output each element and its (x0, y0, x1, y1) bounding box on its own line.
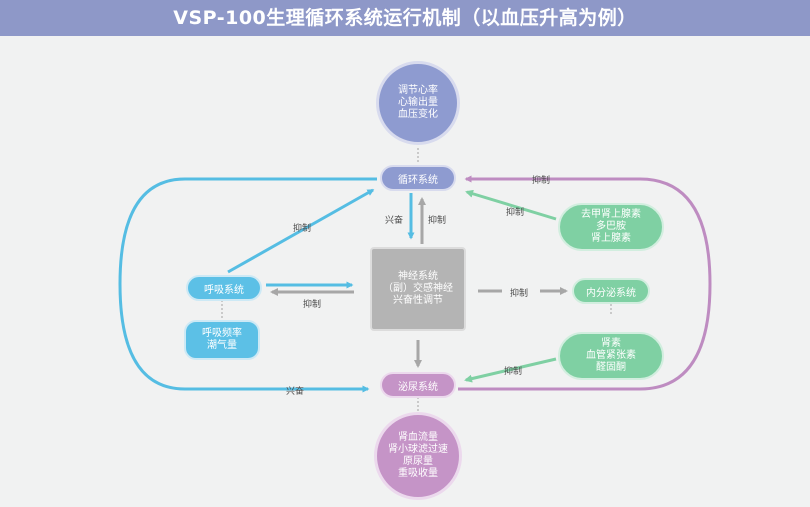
endocrine-system-label: 内分泌系统 (586, 287, 636, 299)
nervous-line-1: 神经系统 (398, 271, 438, 282)
param-reabsorption: 重吸收量 (398, 468, 438, 479)
param-primary-urine: 原尿量 (403, 456, 433, 467)
label-inhibit-nervous-circ: 抑制 (428, 216, 447, 226)
hormones-group-2-node: 肾素 血管紧张素 醛固酮 (558, 332, 664, 380)
loop-circulatory-to-urinary (118, 177, 377, 393)
param-renal-blood-flow: 肾血流量 (398, 432, 438, 443)
nervous-line-3: 兴奋性调节 (393, 295, 443, 306)
endocrine-system-node: 内分泌系统 (572, 278, 650, 304)
urinary-params-circle: 肾血流量 肾小球滤过速 原尿量 重吸收量 (374, 412, 462, 500)
label-inhibit-hormones2: 抑制 (504, 367, 523, 377)
label-excite-circ-nervous: 兴奋 (385, 216, 404, 226)
param-gfr: 肾小球滤过速 (388, 444, 448, 455)
hormone-epinephrine: 肾上腺素 (591, 233, 631, 244)
page-title: VSP-100生理循环系统运行机制（以血压升高为例） (0, 0, 810, 36)
hormone-norepinephrine: 去甲肾上腺素 (581, 209, 641, 220)
nervous-line-2: （副）交感神经 (383, 283, 453, 294)
label-inhibit-nervous-resp: 抑制 (303, 300, 322, 310)
hormone-dopamine: 多巴胺 (596, 221, 626, 232)
hormone-angiotensin: 血管紧张素 (586, 350, 636, 361)
nervous-system-node: 神经系统 （副）交感神经 兴奋性调节 (370, 247, 466, 331)
param-heart-rate: 调节心率 (398, 85, 438, 96)
urinary-system-label: 泌尿系统 (398, 381, 438, 393)
label-inhibit-loop-top: 抑制 (532, 176, 551, 186)
circulatory-system-label: 循环系统 (398, 174, 438, 186)
circulatory-system-node: 循环系统 (380, 165, 456, 191)
respiratory-system-node: 呼吸系统 (186, 275, 262, 301)
label-inhibit-resp-circ: 抑制 (293, 224, 312, 234)
arrow-hormones1-circulatory (465, 189, 557, 221)
arrow-respiratory-circulatory (227, 188, 375, 274)
respiratory-params-node: 呼吸频率 潮气量 (184, 320, 260, 360)
respiratory-system-label: 呼吸系统 (204, 284, 244, 296)
param-respiratory-rate: 呼吸频率 (202, 328, 242, 339)
circulatory-params-circle: 调节心率 心输出量 血压变化 (376, 61, 460, 145)
arrow-hormones2-urinary (464, 357, 557, 383)
param-blood-pressure: 血压变化 (398, 109, 438, 120)
label-excite-loop-bottom: 兴奋 (286, 387, 305, 397)
hormones-group-1-node: 去甲肾上腺素 多巴胺 肾上腺素 (558, 203, 664, 251)
loop-urinary-to-circulatory (458, 175, 712, 391)
label-inhibit-hormones1: 抑制 (506, 208, 525, 218)
param-cardiac-output: 心输出量 (398, 97, 438, 108)
hormone-aldosterone: 醛固酮 (596, 362, 626, 373)
label-inhibit-nervous-endocrine: 抑制 (510, 289, 529, 299)
urinary-system-node: 泌尿系统 (380, 372, 456, 398)
hormone-renin: 肾素 (601, 338, 621, 349)
param-tidal-volume: 潮气量 (207, 340, 237, 351)
